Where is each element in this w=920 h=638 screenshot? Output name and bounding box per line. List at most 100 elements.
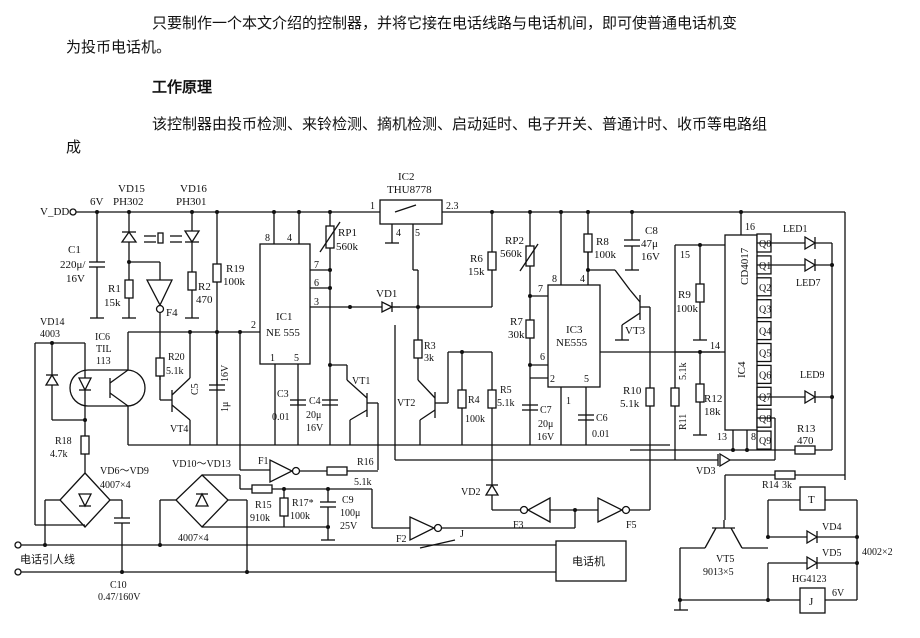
c7-name: C7 — [540, 405, 552, 416]
ic4-output-label: Q1 — [759, 261, 771, 272]
ic3-part: NE555 — [556, 337, 588, 349]
inverter-f1 — [239, 332, 327, 484]
svg-text:1: 1 — [270, 353, 275, 364]
intro-paragraph: 只要制作一个本文介绍的控制器，并将它接在电话线路与电话机间，即可使普通电话机变 — [152, 14, 738, 32]
body-paragraph: 该控制器由投币检测、来铃检测、摘机检测、启动延时、电子开关、普通计时、收币等电路… — [152, 115, 768, 133]
r10-value: 5.1k — [620, 398, 640, 410]
c6-value: 0.01 — [592, 429, 610, 440]
resistor-r13 — [630, 397, 833, 455]
svg-text:13: 13 — [717, 432, 727, 443]
svg-text:16: 16 — [745, 222, 755, 233]
r1-name: R1 — [108, 283, 121, 295]
resistor-r2 — [185, 271, 199, 319]
capacitor-c7 — [522, 404, 538, 411]
t-block — [768, 486, 857, 511]
r15-value: 910k — [250, 513, 270, 524]
vd15-part: PH302 — [113, 196, 144, 208]
vt3-name: VT3 — [625, 325, 646, 337]
r7-name: R7 — [510, 316, 523, 328]
r4-value: 100k — [465, 414, 485, 425]
ic6-part: TIL — [96, 344, 112, 355]
svg-text:15: 15 — [680, 250, 690, 261]
vd14-name: VD14 — [40, 317, 64, 328]
c1-rating: 16V — [66, 273, 85, 285]
svg-text:8: 8 — [751, 432, 756, 443]
resistor-r10 — [645, 387, 655, 407]
r14-name: R14 — [762, 480, 779, 491]
r13-value: 470 — [797, 435, 814, 447]
phone-line — [14, 541, 560, 576]
r17-name: R17* — [292, 498, 314, 509]
rp2-name: RP2 — [505, 235, 524, 247]
r8-value: 100k — [594, 249, 617, 261]
led-led1 — [757, 235, 833, 397]
relay-coil-j — [680, 587, 857, 614]
inverter-f3 — [519, 496, 576, 528]
ic3-name: IC3 — [566, 324, 583, 336]
intro-paragraph-cont: 为投币电话机。 — [66, 38, 172, 56]
optocoupler-ic6 — [69, 332, 146, 445]
r1-value: 15k — [104, 297, 121, 309]
r19-name: R19 — [226, 263, 245, 275]
r12-value: 18k — [704, 406, 721, 418]
resistor-r8 — [583, 233, 631, 291]
f5-label: F5 — [626, 520, 637, 531]
svg-text:4: 4 — [580, 274, 585, 285]
svg-text:7: 7 — [314, 260, 319, 271]
relay-voltage: 6V — [832, 588, 845, 599]
svg-text:1: 1 — [370, 201, 375, 212]
ic6-name: IC6 — [95, 332, 110, 343]
resistor-r5 — [487, 352, 497, 485]
r9-name: R9 — [678, 289, 691, 301]
ic4-cd4017 — [724, 212, 758, 450]
section-heading: 工作原理 — [152, 78, 213, 96]
c5-rating: 16V — [220, 364, 231, 382]
j-contact-label: J — [460, 529, 464, 540]
r20-name: R20 — [168, 352, 185, 363]
c10-value: 0.47/160V — [98, 592, 141, 603]
svg-text:14: 14 — [710, 341, 720, 352]
relay-coil-label: J — [809, 596, 814, 608]
ic4-name: IC4 — [736, 361, 748, 378]
diode-vd14 — [34, 342, 85, 525]
transistor-vt3 — [615, 289, 651, 470]
c4-name: C4 — [309, 396, 321, 407]
potentiometer-rp2 — [519, 212, 539, 320]
svg-text:3: 3 — [314, 297, 319, 308]
svg-text:8: 8 — [552, 274, 557, 285]
diode-vd5 — [767, 555, 857, 600]
supply-voltage: 6V — [90, 196, 104, 208]
resistor-r15 — [251, 484, 372, 494]
capacitor-c6 — [578, 414, 594, 421]
c7-rating: 16V — [537, 432, 555, 443]
svg-text:1: 1 — [566, 396, 571, 407]
c5-name: C5 — [190, 383, 201, 395]
r17-value: 100k — [290, 511, 310, 522]
svg-text:8: 8 — [265, 233, 270, 244]
r18-name: R18 — [55, 436, 72, 447]
r9-value: 100k — [676, 303, 699, 315]
diode-vd3 — [395, 417, 776, 468]
vt2-name: VT2 — [397, 398, 415, 409]
r5-value: 5.1k — [497, 398, 515, 409]
r6-value: 15k — [468, 266, 485, 278]
ic2-thu8778 — [379, 199, 443, 340]
c1-name: C1 — [68, 244, 81, 256]
bridge1-name: VD6～VD9 — [100, 466, 149, 477]
svg-text:5: 5 — [294, 353, 299, 364]
diode-vd4 — [768, 529, 857, 545]
bridge2-part: 4007×4 — [178, 533, 209, 544]
svg-text:2.3: 2.3 — [446, 201, 459, 212]
r13-name: R13 — [797, 423, 816, 435]
vd16-part: PH301 — [176, 196, 207, 208]
led-led7 — [757, 257, 832, 273]
r11-name: R11 — [678, 414, 689, 430]
r8-name: R8 — [596, 236, 609, 248]
r15-name: R15 — [255, 500, 272, 511]
vdd-label: V_DD — [40, 206, 69, 218]
resistor-r11 — [670, 352, 680, 460]
junction-dots — [43, 210, 859, 602]
ic3-ne555 — [530, 212, 720, 445]
c9-value: 100μ — [340, 508, 360, 519]
resistor-r6 — [487, 212, 497, 307]
